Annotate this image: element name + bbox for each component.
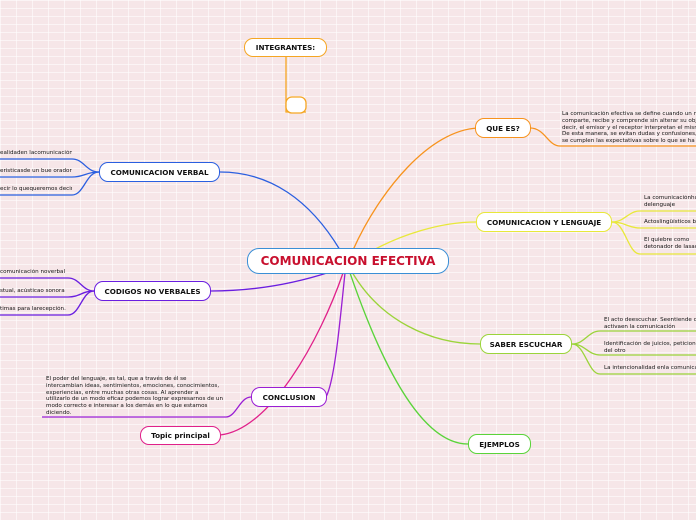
link-no-verbales — [210, 271, 331, 292]
central-node-label: COMUNICACION EFECTIVA — [260, 254, 436, 268]
link-que-es-desc — [529, 127, 696, 147]
topic-saber-escuchar[interactable]: SABER ESCUCHAR — [480, 334, 572, 354]
link-lenguaje — [369, 221, 477, 253]
integrantes-empty-node — [285, 96, 307, 114]
topic-codigos-no-verbales[interactable]: CODIGOS NO VERBALES — [94, 281, 211, 301]
topic-topic-principal[interactable]: Topic principal — [140, 426, 221, 445]
verbal-leaf-2[interactable]: eristicasde un bue orador — [0, 168, 72, 174]
link-verbal — [219, 171, 341, 251]
topic-comunicacion-verbal[interactable]: COMUNICACION VERBAL — [99, 162, 220, 182]
lenguaje-leaf-2[interactable]: Actoslingüísticos bá — [644, 219, 696, 225]
link-conclusion — [325, 272, 346, 398]
topic-comunicacion-lenguaje[interactable]: COMUNICACION Y LENGUAJE — [476, 212, 612, 232]
que-es-description: La comunicación efectiva se define cuand… — [562, 111, 696, 145]
no-verbales-leaf-2[interactable]: stual, acústicao sonora — [0, 288, 65, 294]
verbal-leaf-3[interactable]: ecir lo quequeremos decir — [0, 186, 72, 192]
no-verbales-leaf-3[interactable]: timas para larecepción. — [0, 306, 66, 312]
link-topic-principal — [219, 272, 344, 436]
topic-que-es[interactable]: QUE ES? — [475, 118, 531, 138]
escuchar-leaf-3[interactable]: La intencionalidad enla comunicac — [604, 365, 696, 371]
conclusion-text[interactable]: El poder del lenguaje, es tal, que a tra… — [46, 376, 224, 416]
link-integrantes — [285, 56, 306, 113]
link-ejemplos — [349, 272, 469, 445]
central-node[interactable]: COMUNICACION EFECTIVA — [247, 248, 449, 274]
topic-ejemplos[interactable]: EJEMPLOS — [468, 434, 531, 454]
link-que-es — [352, 127, 530, 251]
topic-integrantes[interactable]: INTEGRANTES: — [244, 38, 327, 57]
no-verbales-leaf-1[interactable]: comunicación noverbal — [0, 269, 66, 275]
link-escuchar — [351, 271, 481, 345]
verbal-leaf-1[interactable]: ealidaden lacomunicación — [0, 150, 72, 156]
topic-conclusion[interactable]: CONCLUSION — [251, 387, 327, 407]
